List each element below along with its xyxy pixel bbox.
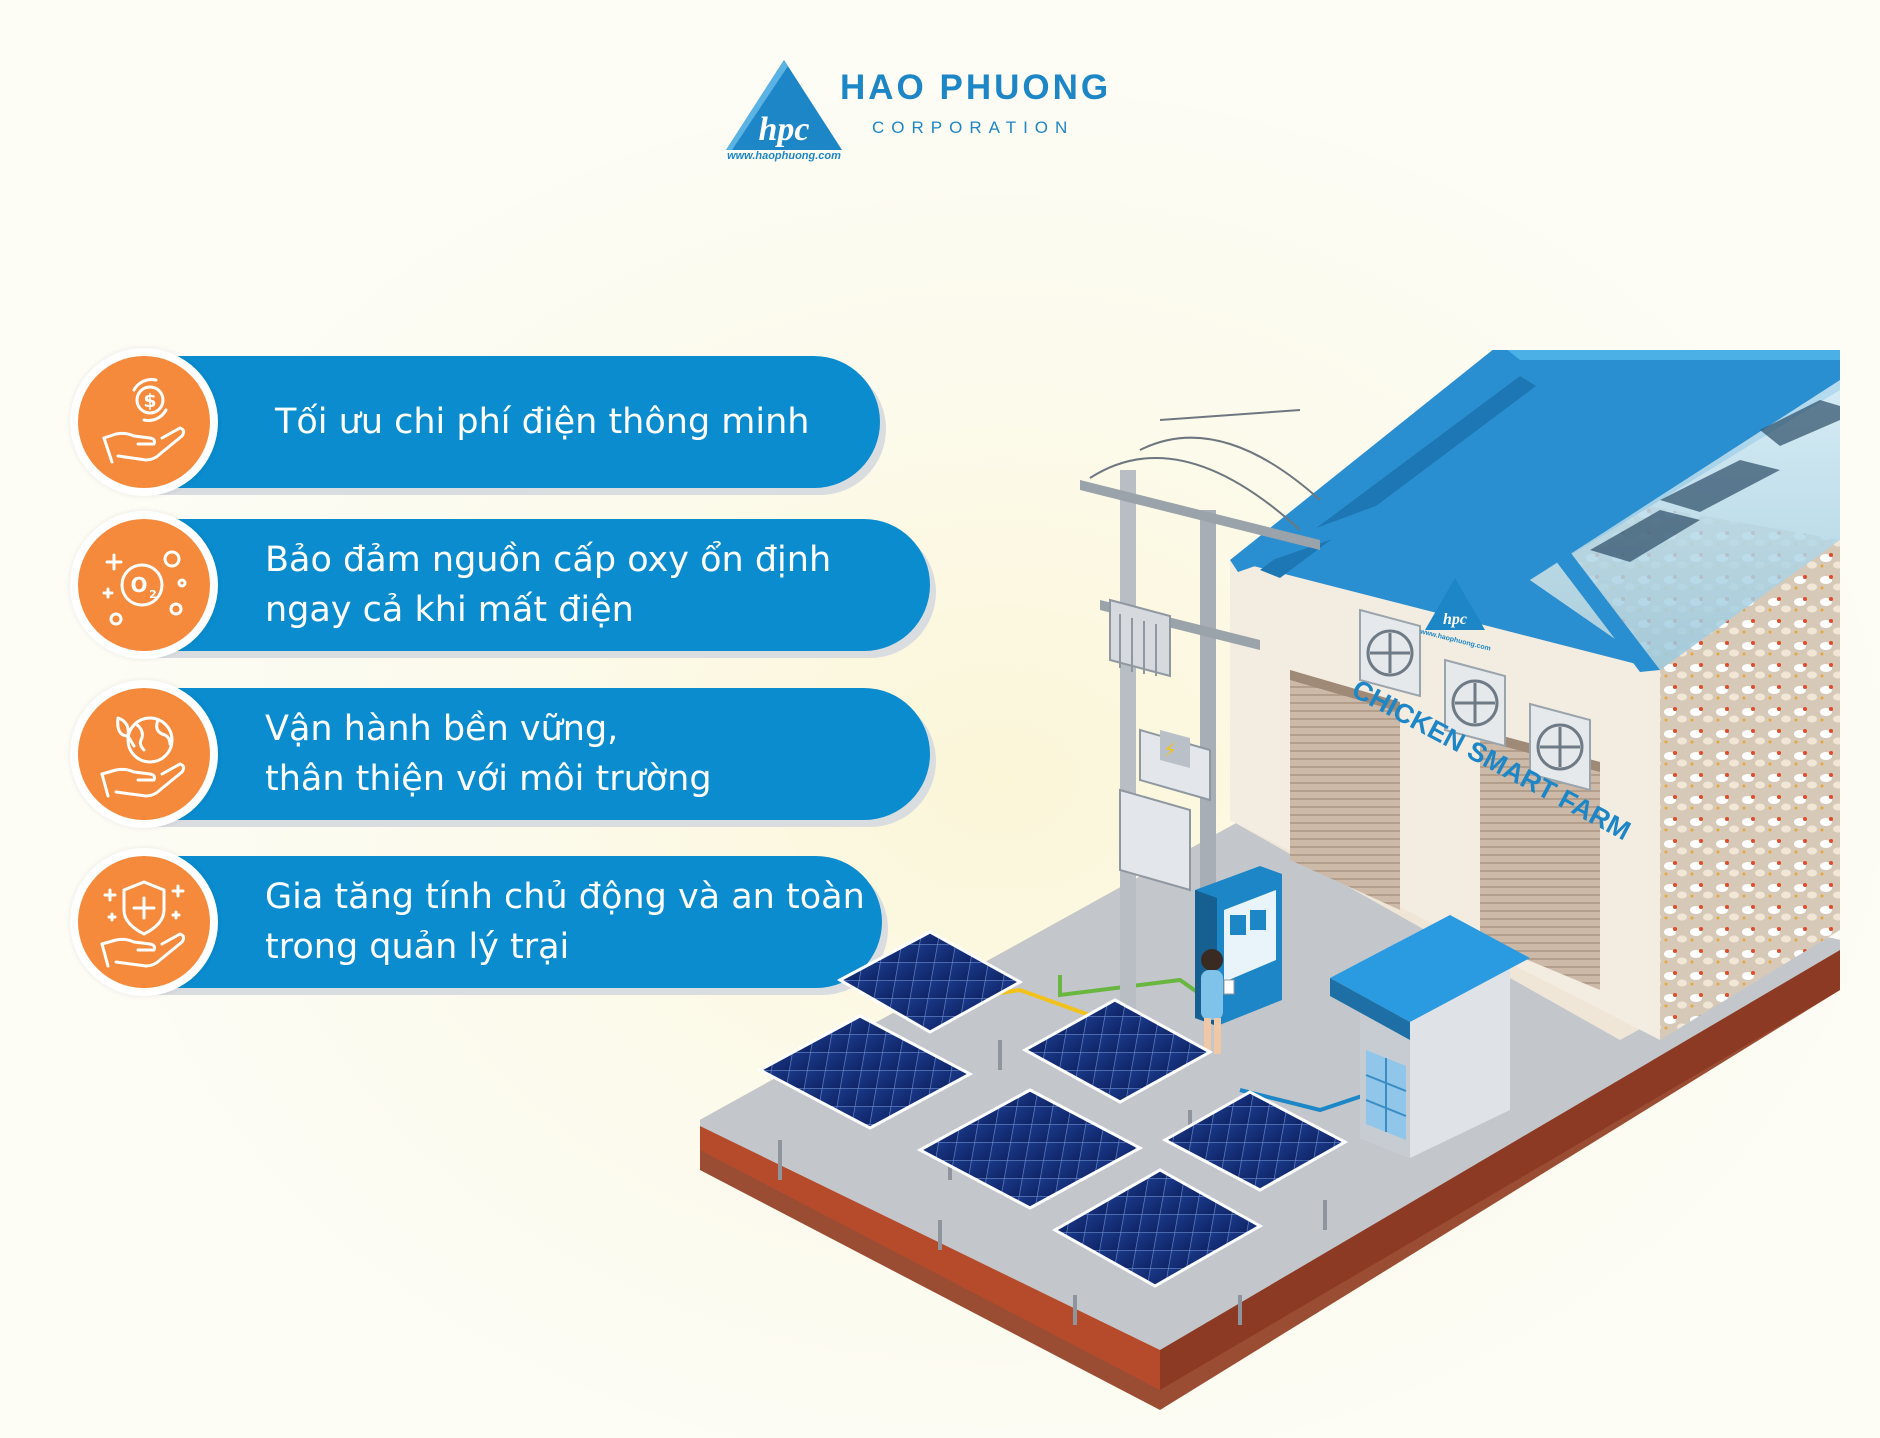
feature-sustainability: Vận hành bền vững, thân thiện với môi tr…	[70, 680, 940, 828]
feature-line: Bảo đảm nguồn cấp oxy ổn định	[265, 540, 832, 580]
svg-text:$: $	[143, 390, 156, 412]
feature-line: Vận hành bền vững,	[265, 709, 619, 749]
feature-line: Tối ưu chi phí điện thông minh	[275, 402, 810, 442]
svg-text:hpc: hpc	[1443, 611, 1467, 628]
feature-text: Vận hành bền vững, thân thiện với môi tr…	[245, 680, 712, 828]
hand-shield-cross-icon	[100, 880, 186, 968]
wall-fan-icon	[1529, 702, 1591, 792]
feature-line: thân thiện với môi trường	[265, 759, 712, 799]
svg-text:⚡: ⚡	[1163, 738, 1177, 762]
feature-pill	[140, 519, 930, 651]
svg-text:2: 2	[149, 588, 157, 601]
hand-dollar-icon: $	[102, 378, 186, 464]
wall-fan-icon	[1359, 608, 1421, 698]
oxygen-icon: O 2	[102, 550, 187, 626]
battery-storage-house	[1330, 915, 1530, 1158]
feature-pill	[140, 356, 880, 488]
hand-globe-leaf-icon	[100, 716, 186, 798]
feature-cost-optimization: $ Tối ưu chi phí điện thông minh	[70, 348, 890, 496]
wall-fan-icon	[1444, 658, 1506, 748]
feature-icon-badge: O 2	[70, 511, 218, 659]
feature-pill	[140, 688, 930, 820]
feature-icon-badge	[70, 848, 218, 996]
brand-subtitle: CORPORATION	[872, 118, 1075, 137]
svg-text:O: O	[130, 573, 147, 597]
feature-text: Gia tăng tính chủ động và an toàn trong …	[245, 848, 865, 996]
feature-line: Gia tăng tính chủ động và an toàn	[265, 877, 865, 917]
logo-website: www.haophuong.com	[727, 150, 841, 162]
feature-icon-badge	[70, 680, 218, 828]
inverter-cabinet	[1195, 866, 1282, 1026]
feature-text: Tối ưu chi phí điện thông minh	[245, 348, 809, 496]
smart-farm-illustration: hpc www.haophuong.com CHICKEN SMART FARM…	[700, 350, 1840, 1410]
solar-array	[756, 930, 1349, 1325]
feature-pill	[140, 856, 882, 988]
feature-line: ngay cả khi mất điện	[265, 590, 634, 630]
technician-figure	[1201, 949, 1235, 1054]
brand-name: HAO PHUONG	[840, 68, 1112, 107]
company-logo: hpc www.haophuong.com HAO PHUONG CORPORA…	[724, 58, 1144, 168]
feature-farm-safety: Gia tăng tính chủ động và an toàn trong …	[70, 848, 890, 996]
solar-panel	[1051, 1168, 1264, 1325]
feature-line: trong quản lý trại	[265, 927, 570, 967]
svg-text:hpc: hpc	[759, 111, 810, 148]
feature-text: Bảo đảm nguồn cấp oxy ổn định ngay cả kh…	[245, 511, 831, 659]
feature-icon-badge: $	[70, 348, 218, 496]
feature-oxygen-supply: O 2 Bảo đảm nguồn cấp oxy ổn định ngay c…	[70, 511, 940, 659]
hpc-triangle-logo-icon: hpc	[726, 60, 842, 150]
